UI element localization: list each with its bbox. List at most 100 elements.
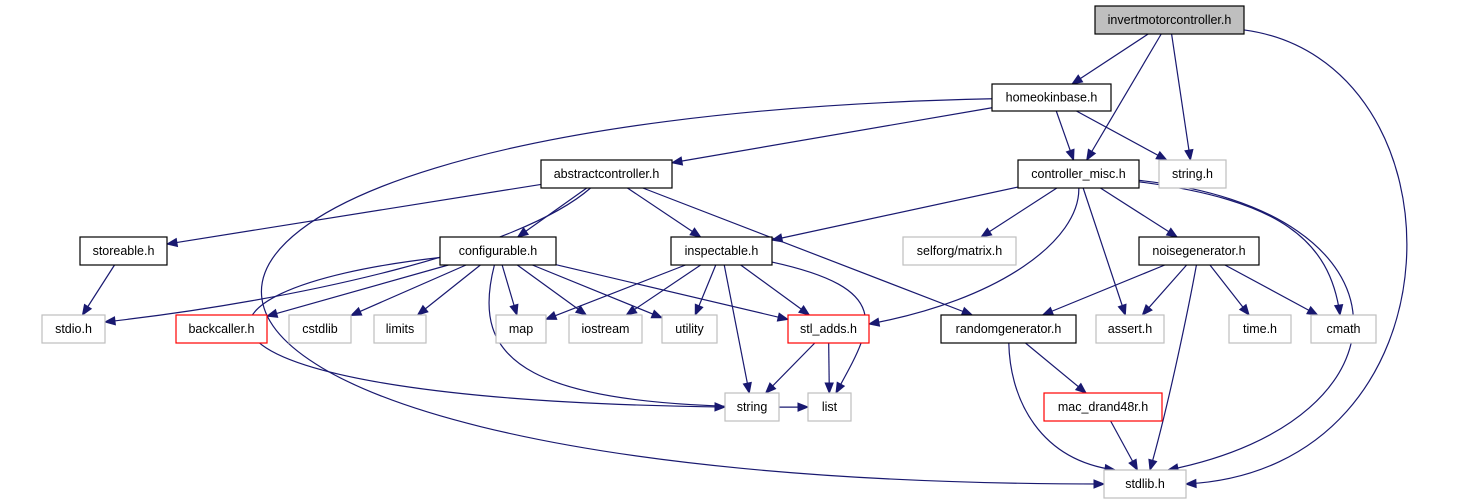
edge-inspectable-to-stl_adds bbox=[740, 264, 811, 316]
node-controller-misc[interactable]: controller_misc.h bbox=[1017, 159, 1140, 189]
node-label: string bbox=[737, 400, 768, 414]
node-label: assert.h bbox=[1108, 322, 1153, 336]
edge-inspectable-to-iostream bbox=[625, 264, 702, 316]
node-label: utility bbox=[675, 322, 704, 336]
node-box bbox=[495, 314, 547, 344]
node-box bbox=[540, 159, 673, 189]
node-label: backcaller.h bbox=[188, 322, 254, 336]
edge-inspectable-to-map bbox=[544, 264, 686, 320]
node-storeable[interactable]: storeable.h bbox=[79, 236, 168, 266]
edge-abstractcontroller-to-storeable bbox=[165, 183, 542, 248]
edge-inspectable-to-utility bbox=[694, 264, 717, 317]
edge-configurable-to-cstdlib bbox=[349, 264, 467, 316]
node-abstractcontroller[interactable]: abstractcontroller.h bbox=[540, 159, 673, 189]
node-box bbox=[807, 392, 852, 422]
node-stl-adds[interactable]: stl_adds.h bbox=[787, 314, 870, 344]
nodes-layer: invertmotorcontroller.h homeokinbase.h abs… bbox=[41, 5, 1377, 499]
edge-mac_drand48r-to-stdlib bbox=[1110, 420, 1139, 472]
edge-abstractcontroller-to-stdio bbox=[103, 187, 591, 326]
node-label: abstractcontroller.h bbox=[554, 167, 660, 181]
node-box bbox=[670, 236, 773, 266]
node-box bbox=[568, 314, 643, 344]
node-label: stl_adds.h bbox=[800, 322, 857, 336]
node-box bbox=[439, 236, 557, 266]
node-box bbox=[1103, 469, 1187, 499]
edge-abstractcontroller-to-configurable bbox=[516, 187, 588, 238]
node-label: string.h bbox=[1172, 167, 1213, 181]
edge-configurable-to-list bbox=[488, 264, 810, 412]
node-cmath: cmath bbox=[1310, 314, 1377, 344]
edge-randomgenerator-to-mac_drand48r bbox=[1025, 342, 1088, 394]
node-label: limits bbox=[386, 322, 414, 336]
node-time: time.h bbox=[1228, 314, 1292, 344]
edge-abstractcontroller-to-inspectable bbox=[627, 187, 702, 238]
node-box bbox=[41, 314, 106, 344]
node-box bbox=[991, 83, 1112, 112]
node-cstdlib: cstdlib bbox=[288, 314, 352, 344]
node-label: invertmotorcontroller.h bbox=[1108, 13, 1232, 27]
edge-controller_misc-to-assert bbox=[1082, 187, 1127, 317]
node-box bbox=[175, 314, 268, 344]
edge-stl_adds-to-string bbox=[764, 342, 816, 394]
edge-inspectable-to-string bbox=[723, 264, 752, 395]
node-box bbox=[1017, 159, 1140, 189]
node-string-h: string.h bbox=[1158, 159, 1227, 189]
edge-homeokinbase-to-controller_misc bbox=[1055, 110, 1075, 162]
edges-layer bbox=[81, 29, 1408, 489]
node-homeokinbase[interactable]: homeokinbase.h bbox=[991, 83, 1112, 112]
edge-homeokinbase-to-stdlib bbox=[260, 98, 1106, 489]
node-selforg-matrix: selforg/matrix.h bbox=[902, 236, 1017, 266]
node-label: inspectable.h bbox=[685, 244, 759, 258]
edge-controller_misc-to-inspectable bbox=[770, 186, 1019, 243]
node-configurable[interactable]: configurable.h bbox=[439, 236, 557, 266]
edge-noisegenerator-to-assert bbox=[1141, 264, 1188, 317]
node-label: cmath bbox=[1326, 322, 1360, 336]
node-stdlib: stdlib.h bbox=[1103, 469, 1187, 499]
edge-configurable-to-utility bbox=[532, 264, 664, 319]
node-box bbox=[1228, 314, 1292, 344]
node-label: cstdlib bbox=[302, 322, 337, 336]
node-label: configurable.h bbox=[459, 244, 538, 258]
edge-noisegenerator-to-time bbox=[1209, 264, 1250, 317]
edge-homeokinbase-to-string_h bbox=[1076, 110, 1168, 161]
node-label: mac_drand48r.h bbox=[1058, 400, 1148, 414]
node-noisegenerator[interactable]: noisegenerator.h bbox=[1138, 236, 1260, 266]
node-map: map bbox=[495, 314, 547, 344]
node-box bbox=[661, 314, 718, 344]
edge-noisegenerator-to-stdlib bbox=[1148, 264, 1198, 472]
node-label: stdlib.h bbox=[1125, 477, 1165, 491]
edge-controller_misc-to-noisegenerator bbox=[1100, 187, 1179, 238]
edge-invertmotorcontroller-to-controller_misc bbox=[1086, 33, 1162, 162]
node-label: list bbox=[822, 400, 838, 414]
edge-configurable-to-backcaller bbox=[265, 264, 449, 318]
edge-noisegenerator-to-cmath bbox=[1224, 264, 1319, 316]
node-assert: assert.h bbox=[1095, 314, 1165, 344]
node-limits: limits bbox=[373, 314, 427, 344]
node-invertmotorcontroller[interactable]: invertmotorcontroller.h bbox=[1094, 5, 1245, 35]
node-mac-drand48r[interactable]: mac_drand48r.h bbox=[1043, 392, 1163, 422]
node-box bbox=[1094, 5, 1245, 35]
edge-inspectable-to-list bbox=[771, 261, 867, 395]
node-inspectable[interactable]: inspectable.h bbox=[670, 236, 773, 266]
edge-configurable-to-limits bbox=[416, 264, 481, 316]
node-box bbox=[1310, 314, 1377, 344]
edge-stl_adds-to-list bbox=[824, 342, 834, 395]
node-backcaller[interactable]: backcaller.h bbox=[175, 314, 268, 344]
node-string: string bbox=[724, 392, 780, 422]
node-box bbox=[1138, 236, 1260, 266]
edge-configurable-to-iostream bbox=[516, 264, 588, 316]
node-label: selforg/matrix.h bbox=[917, 244, 1002, 258]
node-box bbox=[787, 314, 870, 344]
node-label: storeable.h bbox=[93, 244, 155, 258]
edge-invertmotorcontroller-to-homeokinbase bbox=[1070, 33, 1149, 85]
node-box bbox=[1158, 159, 1227, 189]
node-label: stdio.h bbox=[55, 322, 92, 336]
node-randomgenerator[interactable]: randomgenerator.h bbox=[940, 314, 1077, 344]
node-box bbox=[902, 236, 1017, 266]
node-box bbox=[724, 392, 780, 422]
edge-storeable-to-stdio bbox=[81, 264, 116, 317]
node-iostream: iostream bbox=[568, 314, 643, 344]
node-box bbox=[940, 314, 1077, 344]
edge-configurable-to-map bbox=[501, 264, 519, 317]
